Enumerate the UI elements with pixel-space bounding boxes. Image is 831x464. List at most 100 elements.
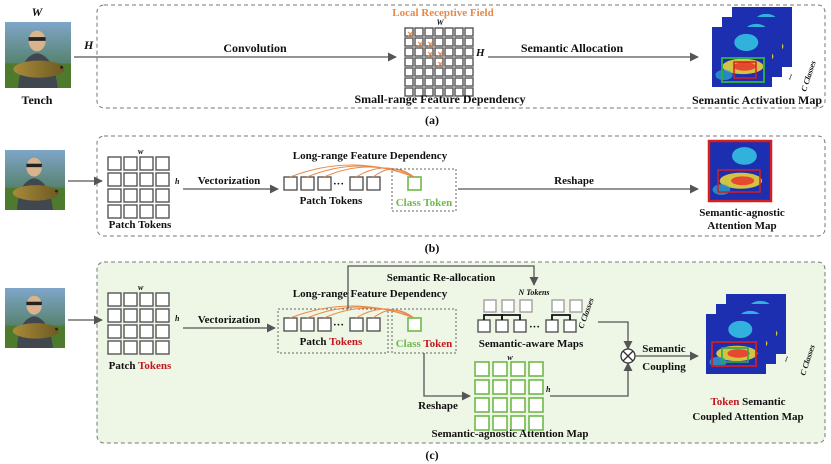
receptive-field-mark: ✕ bbox=[437, 50, 444, 59]
b-long-range-label: Long-range Feature Dependency bbox=[293, 150, 448, 162]
input-image-b bbox=[5, 150, 65, 210]
patch-token-cell bbox=[107, 292, 122, 307]
aware-map-token bbox=[545, 319, 559, 333]
aware-map-bracket bbox=[501, 314, 521, 320]
patch-token-cell bbox=[155, 156, 170, 171]
semantic-reallocation-arrow bbox=[347, 265, 539, 309]
agnostic-map-cell bbox=[528, 361, 544, 377]
feature-grid-width-label: W bbox=[436, 18, 444, 27]
aware-map-token bbox=[495, 319, 509, 333]
patch-token-cell bbox=[123, 172, 138, 187]
c-long-range-label: Long-range Feature Dependency bbox=[293, 288, 448, 300]
c-output-label-line2: Coupled Attention Map bbox=[692, 411, 803, 423]
receptive-field-mark: ✕ bbox=[427, 40, 434, 49]
panel-b-frame bbox=[96, 135, 826, 237]
agnostic-map-cell bbox=[528, 379, 544, 395]
token-ellipsis: ··· bbox=[333, 319, 344, 331]
patch-token bbox=[300, 176, 315, 191]
feature-map-cell bbox=[424, 87, 434, 97]
agnostic-map-cell bbox=[474, 397, 490, 413]
feature-map-cell bbox=[424, 67, 434, 77]
feature-map-cell bbox=[434, 87, 444, 97]
feature-map-cell bbox=[404, 67, 414, 77]
agnostic-map-cell bbox=[510, 415, 526, 431]
patch-token-cell bbox=[139, 188, 154, 203]
feature-map-cell bbox=[464, 27, 474, 37]
aware-to-coupling-arrow bbox=[598, 321, 633, 350]
dependency-arc bbox=[355, 308, 415, 319]
b-patch-tokens-label: Patch Tokens bbox=[109, 219, 172, 231]
feature-map-cell bbox=[464, 57, 474, 67]
semantic-aware-maps-label: Semantic-aware Maps bbox=[479, 338, 584, 350]
patch-token-cell bbox=[155, 324, 170, 339]
agnostic-map-cell bbox=[492, 397, 508, 413]
patch-token-cell bbox=[107, 324, 122, 339]
class-token bbox=[407, 176, 422, 191]
token-semantic-coupled-map-stack bbox=[706, 294, 786, 374]
panel-a: W H Tench Convolution Local Receptive Fi… bbox=[5, 4, 826, 127]
agnostic-map-cell bbox=[510, 361, 526, 377]
receptive-field-mark: ✕ bbox=[417, 40, 424, 49]
semantic-reallocation-label: Semantic Re-allocation bbox=[387, 272, 495, 284]
b-patch-grid-width-label: w bbox=[138, 147, 144, 156]
patch-token-cell bbox=[139, 172, 154, 187]
b-token-sequence: ··· bbox=[283, 164, 422, 191]
feature-map-cell bbox=[434, 67, 444, 77]
feature-map-cell bbox=[424, 27, 434, 37]
patch-token-cell bbox=[107, 188, 122, 203]
agnostic-map-cell bbox=[492, 415, 508, 431]
patch-token-cell bbox=[155, 172, 170, 187]
semantic-activation-map-stack bbox=[712, 7, 792, 87]
token-ellipsis: ··· bbox=[333, 178, 344, 190]
agnostic-map-cell bbox=[474, 379, 490, 395]
b-patch-tokens-seq-label: Patch Tokens bbox=[300, 195, 363, 207]
receptive-field-mark: ✕ bbox=[437, 60, 444, 69]
small-range-dependency-label: Small-range Feature Dependency bbox=[354, 92, 525, 106]
panel-b: w h Patch Tokens Vectorization Long-rang… bbox=[5, 135, 826, 255]
b-agnostic-line1: Semantic-agnostic bbox=[699, 207, 785, 219]
c-patch-grid bbox=[107, 292, 170, 355]
dependency-arc bbox=[323, 166, 415, 178]
c-patch-grid-height-label: h bbox=[175, 314, 180, 323]
svg-text:...: ... bbox=[783, 72, 794, 81]
feature-map-cell bbox=[444, 57, 454, 67]
b-semantic-agnostic-map bbox=[707, 139, 773, 203]
input-image-tench bbox=[5, 22, 71, 88]
patch-token-cell bbox=[107, 308, 122, 323]
agnostic-map-cell bbox=[510, 397, 526, 413]
patch-token bbox=[366, 176, 381, 191]
patch-token-cell bbox=[107, 172, 122, 187]
aware-map-token-back bbox=[483, 299, 497, 313]
feature-map-cell bbox=[444, 27, 454, 37]
patch-token bbox=[300, 317, 315, 332]
receptive-field-mark: ✕ bbox=[407, 30, 414, 39]
feature-map-cell bbox=[454, 57, 464, 67]
feature-map-cell bbox=[414, 77, 424, 87]
patch-token-cell bbox=[107, 340, 122, 355]
patch-token-cell bbox=[139, 204, 154, 219]
c-token-sequence: ··· bbox=[283, 305, 422, 332]
convolution-label: Convolution bbox=[223, 41, 287, 55]
feature-map-cell bbox=[454, 27, 464, 37]
feature-map-cell bbox=[454, 77, 464, 87]
patch-token-cell bbox=[107, 156, 122, 171]
c-patch-tokens-box bbox=[277, 308, 389, 354]
feature-map-cell bbox=[434, 27, 444, 37]
feature-map-cell bbox=[404, 37, 414, 47]
aware-map-token-back bbox=[519, 299, 533, 313]
c-patch-tokens-label: Patch Tokens bbox=[109, 360, 172, 372]
feature-map-cell bbox=[444, 77, 454, 87]
feature-map-cell bbox=[434, 37, 444, 47]
patch-token-cell bbox=[155, 308, 170, 323]
patch-token bbox=[366, 317, 381, 332]
b-vectorization-label: Vectorization bbox=[198, 175, 261, 187]
aware-map-ellipsis: ··· bbox=[529, 321, 540, 333]
input-image-c bbox=[5, 288, 65, 348]
c-class-token-label: Class Token bbox=[396, 338, 453, 350]
a-c-classes-label: C Classes bbox=[799, 60, 817, 93]
feature-map-cell bbox=[434, 77, 444, 87]
feature-map-grid: ✕✕✕✕✕✕ bbox=[404, 27, 474, 97]
feature-map-cell bbox=[424, 47, 434, 57]
feature-map-cell bbox=[444, 87, 454, 97]
panel-b-caption: (b) bbox=[425, 241, 440, 255]
